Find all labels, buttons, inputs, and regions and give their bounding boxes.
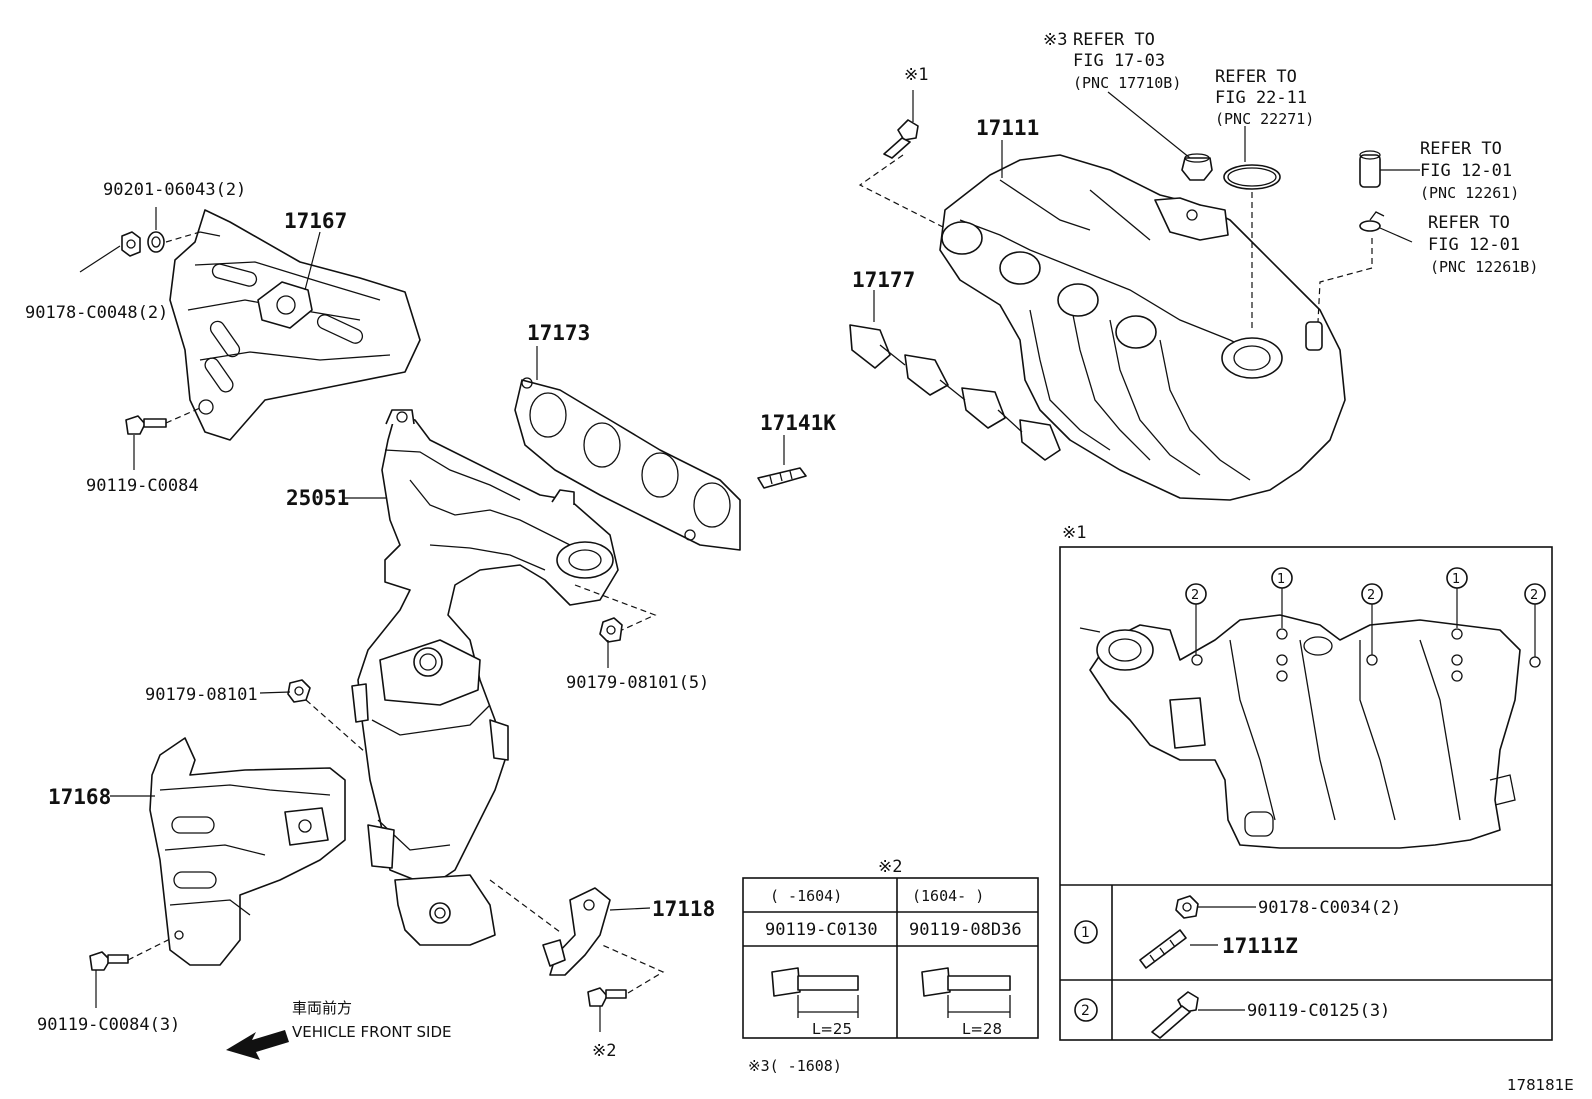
nut-90178-c0034-icon — [1175, 895, 1199, 919]
note3-mark: ※3 — [1043, 30, 1067, 50]
refer-1201-line1: REFER TO — [1420, 139, 1502, 159]
label-17111z: 17111Z — [1222, 934, 1298, 958]
label-25051: 25051 — [286, 486, 349, 510]
refer-2211-line2: FIG 22-11 — [1215, 88, 1307, 108]
label-90119-c0084-3: 90119-C0084(3) — [37, 1015, 180, 1035]
intake-manifold-17111 — [939, 154, 1346, 501]
note1-mark-bolt: ※1 — [904, 65, 928, 85]
bracket-17118 — [542, 887, 611, 976]
bolt-note2 — [587, 987, 627, 1007]
o-ring-22271 — [1223, 164, 1281, 190]
label-17118: 17118 — [652, 897, 715, 921]
hose-12261 — [1359, 150, 1381, 188]
label-17111: 17111 — [976, 116, 1039, 140]
marker-2: 2 — [1367, 588, 1375, 603]
stud-17141k — [757, 467, 807, 489]
refer-1201b-line1: REFER TO — [1428, 213, 1510, 233]
label-90119-c0084: 90119-C0084 — [86, 476, 199, 496]
note2-table — [742, 877, 1039, 1039]
front-side-en: VEHICLE FRONT SIDE — [292, 1023, 452, 1041]
note2-col2-range: (1604- ) — [912, 887, 984, 905]
heat-insulator-upper — [169, 209, 421, 441]
nut-90179-08101-5 — [599, 617, 623, 643]
note2-col1-part: 90119-C0130 — [765, 920, 878, 940]
pcv-grommet — [1181, 153, 1213, 181]
label-17168: 17168 — [48, 785, 111, 809]
note2-col1-length: L=25 — [812, 1020, 852, 1038]
washer-90201 — [147, 231, 165, 253]
label-90178-c0034: 90178-C0034(2) — [1258, 898, 1401, 918]
note1-box-title: ※1 — [1062, 523, 1086, 543]
nut-90178-c0048 — [121, 231, 141, 257]
note2-col2-length: L=28 — [962, 1020, 1002, 1038]
note2-col2-part: 90119-08D36 — [909, 920, 1022, 940]
note3-range: ※3( -1608) — [748, 1057, 842, 1075]
front-arrow-icon — [226, 1030, 289, 1060]
gasket-17177 — [849, 324, 1061, 461]
bolt-note1 — [883, 119, 919, 159]
bolt-08d36-icon — [921, 967, 1011, 1018]
note2-col1-range: ( -1604) — [770, 887, 842, 905]
stud-17111z-icon — [1139, 929, 1187, 969]
bolt-90119-c0084 — [125, 415, 167, 435]
diagram-id: 178181E — [1507, 1076, 1574, 1094]
bolt-90119-c0125-icon — [1151, 991, 1199, 1039]
label-17177: 17177 — [852, 268, 915, 292]
note1-box — [1059, 546, 1553, 1041]
label-17141k: 17141K — [760, 411, 836, 435]
heat-insulator-lower — [149, 737, 346, 966]
label-90179-08101-5: 90179-08101(5) — [566, 673, 709, 693]
label-17173: 17173 — [527, 321, 590, 345]
note2-table-title: ※2 — [878, 857, 902, 877]
bolt-90119-c0084-3 — [89, 951, 129, 971]
note2-mark: ※2 — [592, 1041, 616, 1061]
refer-1201b-line3: (PNC 12261B) — [1430, 258, 1538, 276]
label-17167: 17167 — [284, 209, 347, 233]
gasket-17173 — [514, 377, 741, 551]
row-marker-2: 2 — [1081, 1003, 1090, 1019]
refer-1703-line1: REFER TO — [1073, 30, 1155, 50]
clip-12261b — [1359, 211, 1385, 232]
refer-1201-line2: FIG 12-01 — [1420, 161, 1512, 181]
intake-manifold-top-view — [1079, 614, 1541, 849]
marker-1: 1 — [1452, 572, 1460, 587]
label-90178-c0048: 90178-C0048(2) — [25, 303, 168, 323]
refer-2211-line3: (PNC 22271) — [1215, 110, 1314, 128]
row-marker-1: 1 — [1081, 925, 1090, 941]
exhaust-manifold-converter — [351, 409, 619, 946]
refer-1201-line3: (PNC 12261) — [1420, 184, 1519, 202]
refer-1201b-line2: FIG 12-01 — [1428, 235, 1520, 255]
label-90201-06043: 90201-06043(2) — [103, 180, 246, 200]
label-90179-08101: 90179-08101 — [145, 685, 258, 705]
marker-1: 1 — [1277, 572, 1285, 587]
label-90119-c0125: 90119-C0125(3) — [1247, 1001, 1390, 1021]
refer-2211-line1: REFER TO — [1215, 67, 1297, 87]
marker-2: 2 — [1191, 588, 1199, 603]
nut-90179-08101 — [287, 679, 311, 703]
marker-2: 2 — [1530, 588, 1538, 603]
refer-1703-line3: (PNC 17710B) — [1073, 74, 1181, 92]
bolt-c0130-icon — [771, 967, 859, 1018]
refer-1703-line2: FIG 17-03 — [1073, 51, 1165, 71]
front-side-jp: 車両前方 — [292, 999, 352, 1017]
